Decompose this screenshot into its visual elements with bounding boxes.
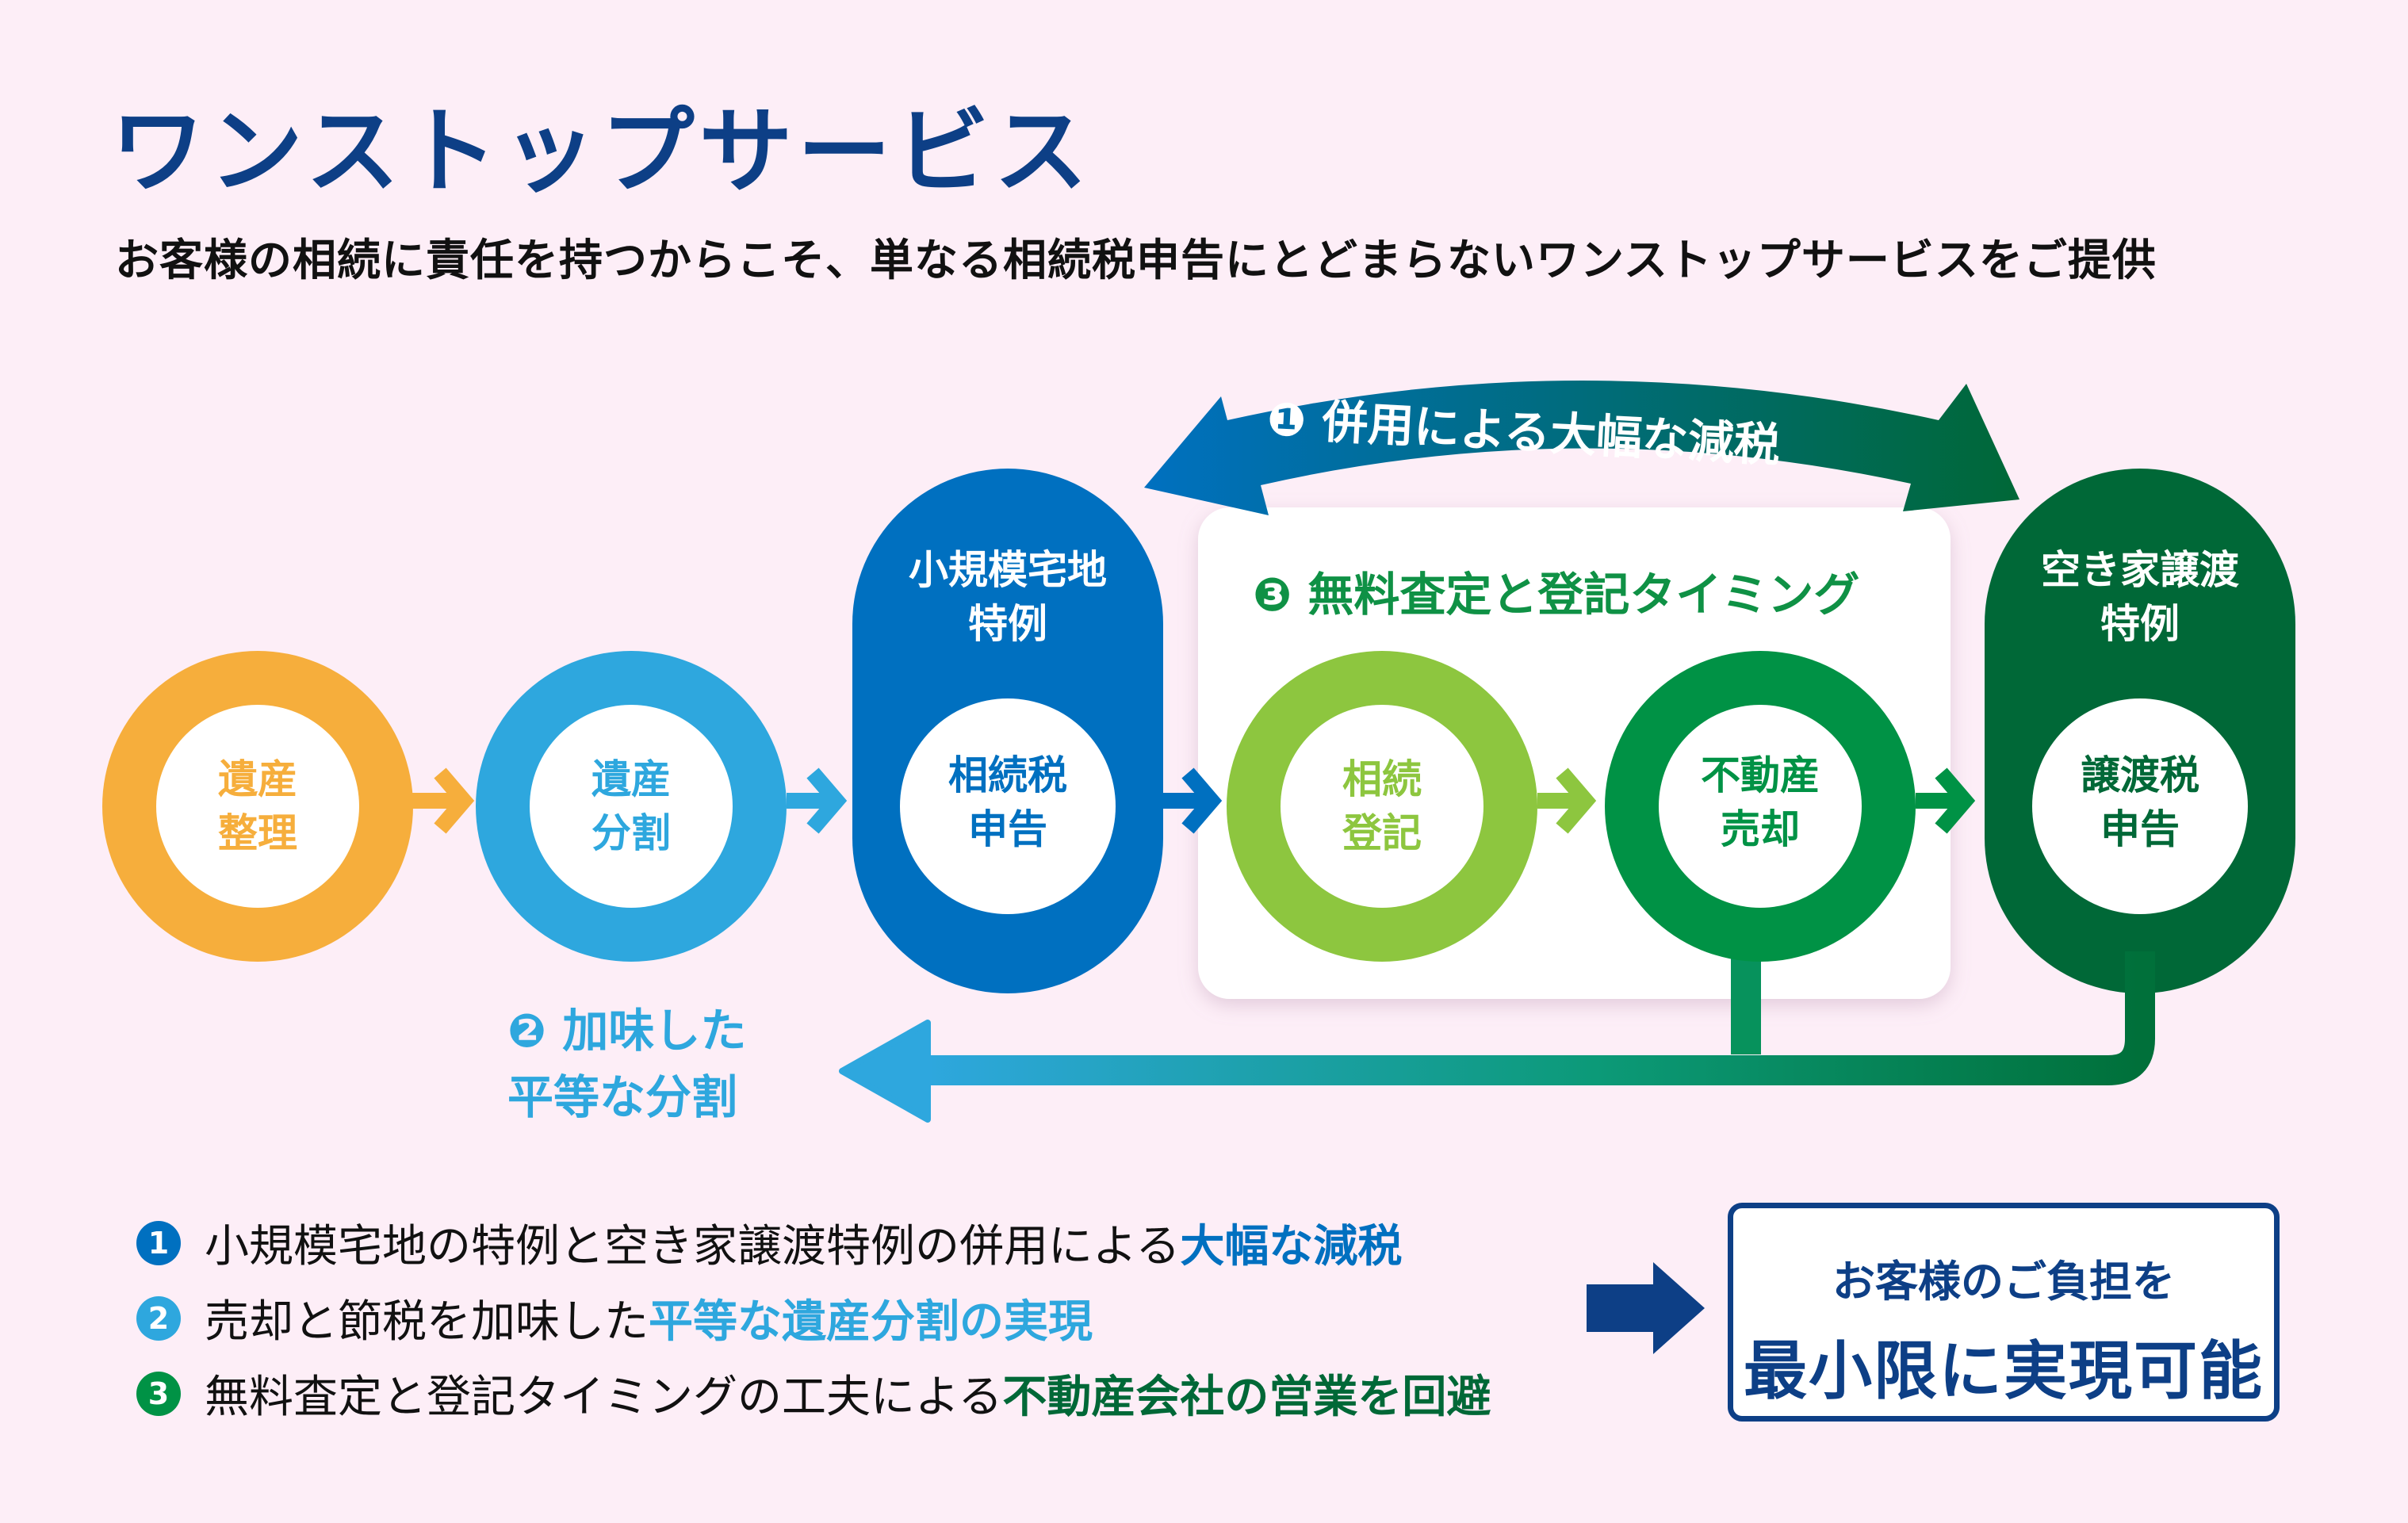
page-title: ワンストップサービス bbox=[111, 96, 1093, 206]
benefit-highlight: 大幅な減税 bbox=[1180, 1221, 1403, 1272]
equal-division-label: ❷ 加味した 平等な分割 bbox=[507, 1004, 747, 1125]
benefit-item-3: 3 無料査定と登記タイミングの工夫による不動産会社の営業を回避 bbox=[136, 1356, 1491, 1431]
number-1-badge-icon: 1 bbox=[136, 1220, 181, 1265]
benefit-item-1: 1 小規模宅地の特例と空き家譲渡特例の併用による大幅な減税 bbox=[136, 1205, 1491, 1280]
result-line-2: 最小限に実現可能 bbox=[1744, 1334, 2264, 1408]
number-3-icon: ❸ bbox=[1253, 568, 1292, 622]
step-ring-asset-division bbox=[476, 651, 787, 962]
step-ring-inheritance-tax-filing bbox=[900, 698, 1116, 914]
small-residential-land-special-label: 小規模宅地 特例 bbox=[909, 547, 1107, 647]
step-ring-inheritance-registration bbox=[1227, 651, 1537, 962]
step-ring-real-estate-sale bbox=[1605, 651, 1916, 962]
step-label-asset-organization: 遺産 整理 bbox=[218, 756, 297, 856]
step-label-inheritance-tax-filing: 相続税 申告 bbox=[948, 752, 1067, 852]
number-2-icon: ❷ bbox=[507, 1004, 547, 1058]
combined-use-arrow bbox=[1144, 381, 2019, 515]
return-arrow bbox=[839, 951, 2155, 1123]
vacant-house-transfer-special-label: 空き家譲渡 特例 bbox=[2041, 547, 2239, 647]
benefit-highlight: 平等な遺産分割の実現 bbox=[649, 1296, 1093, 1348]
number-3-badge-icon: 3 bbox=[136, 1371, 181, 1416]
page-subtitle: お客様の相続に責任を持つからこそ、単なる相続税申告にとどまらないワンストップサー… bbox=[115, 235, 2157, 285]
number-1-icon: ❶ bbox=[1265, 392, 1308, 448]
step-label-transfer-tax-filing: 譲渡税 申告 bbox=[2081, 752, 2199, 852]
step-ring-transfer-tax-filing bbox=[2032, 698, 2248, 914]
result-box: お客様のご負担を 最小限に実現可能 bbox=[1728, 1203, 2280, 1422]
free-appraisal-heading: ❸ 無料査定と登記タイミング bbox=[1253, 568, 1860, 622]
result-arrow bbox=[1587, 1262, 1705, 1354]
step-label-asset-division: 遺産 分割 bbox=[591, 756, 671, 856]
step-label-inheritance-registration: 相続 登記 bbox=[1342, 756, 1422, 856]
benefits-list: 1 小規模宅地の特例と空き家譲渡特例の併用による大幅な減税 2 売却と節税を加味… bbox=[136, 1205, 1491, 1431]
step-arrow bbox=[412, 767, 1976, 834]
benefit-highlight: 不動産会社の営業を回避 bbox=[1002, 1372, 1491, 1423]
result-line-1: お客様のご負担を bbox=[1832, 1256, 2175, 1307]
number-2-badge-icon: 2 bbox=[136, 1295, 181, 1341]
benefit-item-2: 2 売却と節税を加味した平等な遺産分割の実現 bbox=[136, 1280, 1491, 1356]
step-label-real-estate-sale: 不動産 売却 bbox=[1701, 752, 1820, 852]
step-ring-asset-organization bbox=[102, 651, 413, 962]
